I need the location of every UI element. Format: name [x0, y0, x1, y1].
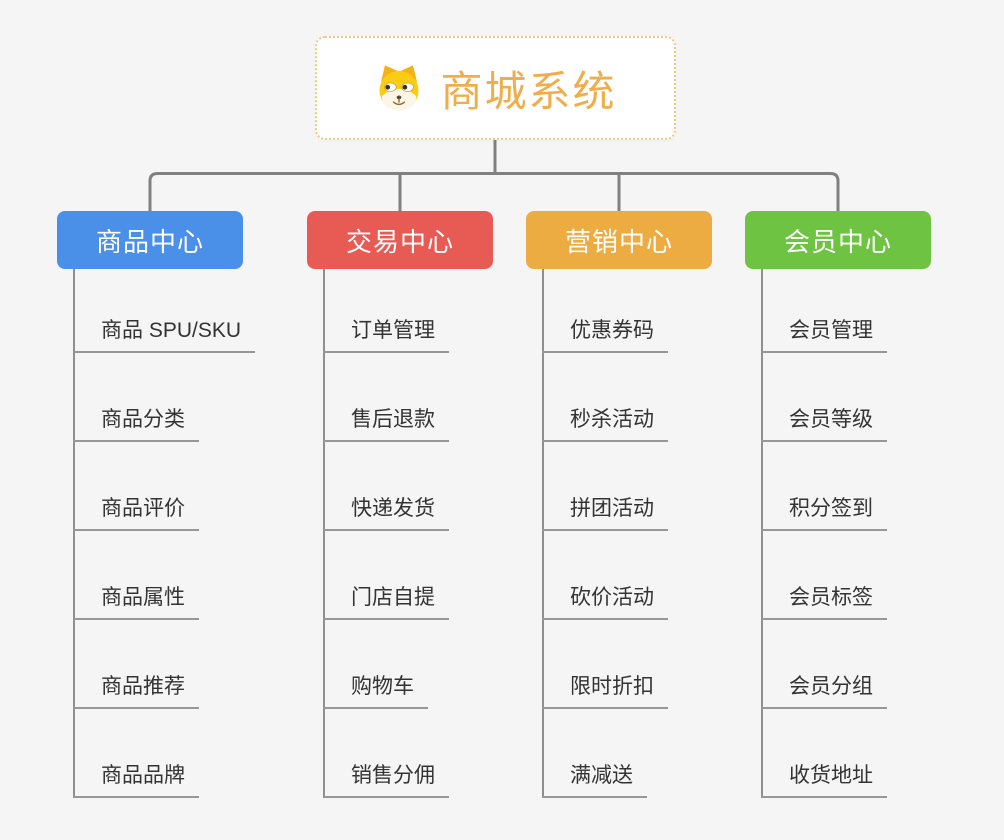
- branch-column-marketing: 营销中心 优惠券码 秒杀活动 拼团活动 砍价活动 限时折扣 满减送: [526, 211, 772, 798]
- branch-children-marketing: 优惠券码 秒杀活动 拼团活动 砍价活动 限时折扣 满减送: [542, 269, 668, 798]
- topic-node[interactable]: 会员等级: [761, 403, 887, 442]
- topic-node[interactable]: 商品品牌: [73, 759, 199, 798]
- root-node[interactable]: 商城系统: [315, 36, 676, 140]
- child-row: 订单管理: [323, 269, 449, 353]
- child-row: 商品推荐: [73, 620, 255, 709]
- topic-node[interactable]: 会员分组: [761, 670, 887, 709]
- branch-column-products: 商品中心 商品 SPU/SKU 商品分类 商品评价 商品属性 商品推荐 商品品牌: [57, 211, 303, 798]
- topic-node[interactable]: 商品分类: [73, 403, 199, 442]
- child-row: 商品评价: [73, 442, 255, 531]
- topic-node[interactable]: 秒杀活动: [542, 403, 668, 442]
- topic-node[interactable]: 快递发货: [323, 492, 449, 531]
- child-row: 积分签到: [761, 442, 887, 531]
- shiba-dog-icon: [379, 65, 420, 110]
- branch-node-members[interactable]: 会员中心: [745, 211, 931, 269]
- child-row: 限时折扣: [542, 620, 668, 709]
- branch-node-products[interactable]: 商品中心: [57, 211, 243, 269]
- topic-node[interactable]: 会员标签: [761, 581, 887, 620]
- topic-node[interactable]: 门店自提: [323, 581, 449, 620]
- branch-column-members: 会员中心 会员管理 会员等级 积分签到 会员标签 会员分组 收货地址: [745, 211, 991, 798]
- root-title: 商城系统: [440, 67, 617, 115]
- topic-node[interactable]: 商品推荐: [73, 670, 199, 709]
- branch-column-trade: 交易中心 订单管理 售后退款 快递发货 门店自提 购物车 销售分佣: [307, 211, 553, 798]
- branch-node-marketing[interactable]: 营销中心: [526, 211, 712, 269]
- child-row: 商品 SPU/SKU: [73, 269, 256, 353]
- child-row: 商品分类: [73, 353, 255, 442]
- child-row: 商品品牌: [73, 709, 255, 798]
- child-row: 商品属性: [73, 531, 255, 620]
- child-row: 售后退款: [323, 353, 449, 442]
- topic-node[interactable]: 满减送: [542, 759, 647, 798]
- topic-node[interactable]: 订单管理: [323, 314, 449, 353]
- topic-node[interactable]: 拼团活动: [542, 492, 668, 531]
- child-row: 会员管理: [761, 269, 887, 353]
- branch-children-products: 商品 SPU/SKU 商品分类 商品评价 商品属性 商品推荐 商品品牌: [73, 269, 256, 798]
- child-row: 门店自提: [323, 531, 449, 620]
- topic-node[interactable]: 商品属性: [73, 581, 199, 620]
- child-row: 收货地址: [761, 709, 887, 798]
- child-row: 秒杀活动: [542, 353, 668, 442]
- topic-node[interactable]: 限时折扣: [542, 670, 668, 709]
- topic-node[interactable]: 砍价活动: [542, 581, 668, 620]
- topic-node[interactable]: 会员管理: [761, 314, 887, 353]
- child-row: 会员分组: [761, 620, 887, 709]
- branch-children-trade: 订单管理 售后退款 快递发货 门店自提 购物车 销售分佣: [323, 269, 449, 798]
- topic-node[interactable]: 售后退款: [323, 403, 449, 442]
- child-row: 购物车: [323, 620, 449, 709]
- topic-node[interactable]: 商品评价: [73, 492, 199, 531]
- child-row: 会员标签: [761, 531, 887, 620]
- topic-node[interactable]: 优惠券码: [542, 314, 668, 353]
- child-row: 满减送: [542, 709, 668, 798]
- topic-node[interactable]: 购物车: [323, 670, 428, 709]
- child-row: 快递发货: [323, 442, 449, 531]
- child-row: 拼团活动: [542, 442, 668, 531]
- branch-node-trade[interactable]: 交易中心: [307, 211, 493, 269]
- child-row: 会员等级: [761, 353, 887, 442]
- branch-children-members: 会员管理 会员等级 积分签到 会员标签 会员分组 收货地址: [761, 269, 887, 798]
- child-row: 优惠券码: [542, 269, 668, 353]
- child-row: 销售分佣: [323, 709, 449, 798]
- topic-node[interactable]: 销售分佣: [323, 759, 449, 798]
- topic-node[interactable]: 积分签到: [761, 492, 887, 531]
- topic-node[interactable]: 收货地址: [761, 759, 887, 798]
- topic-node[interactable]: 商品 SPU/SKU: [73, 314, 256, 353]
- child-row: 砍价活动: [542, 531, 668, 620]
